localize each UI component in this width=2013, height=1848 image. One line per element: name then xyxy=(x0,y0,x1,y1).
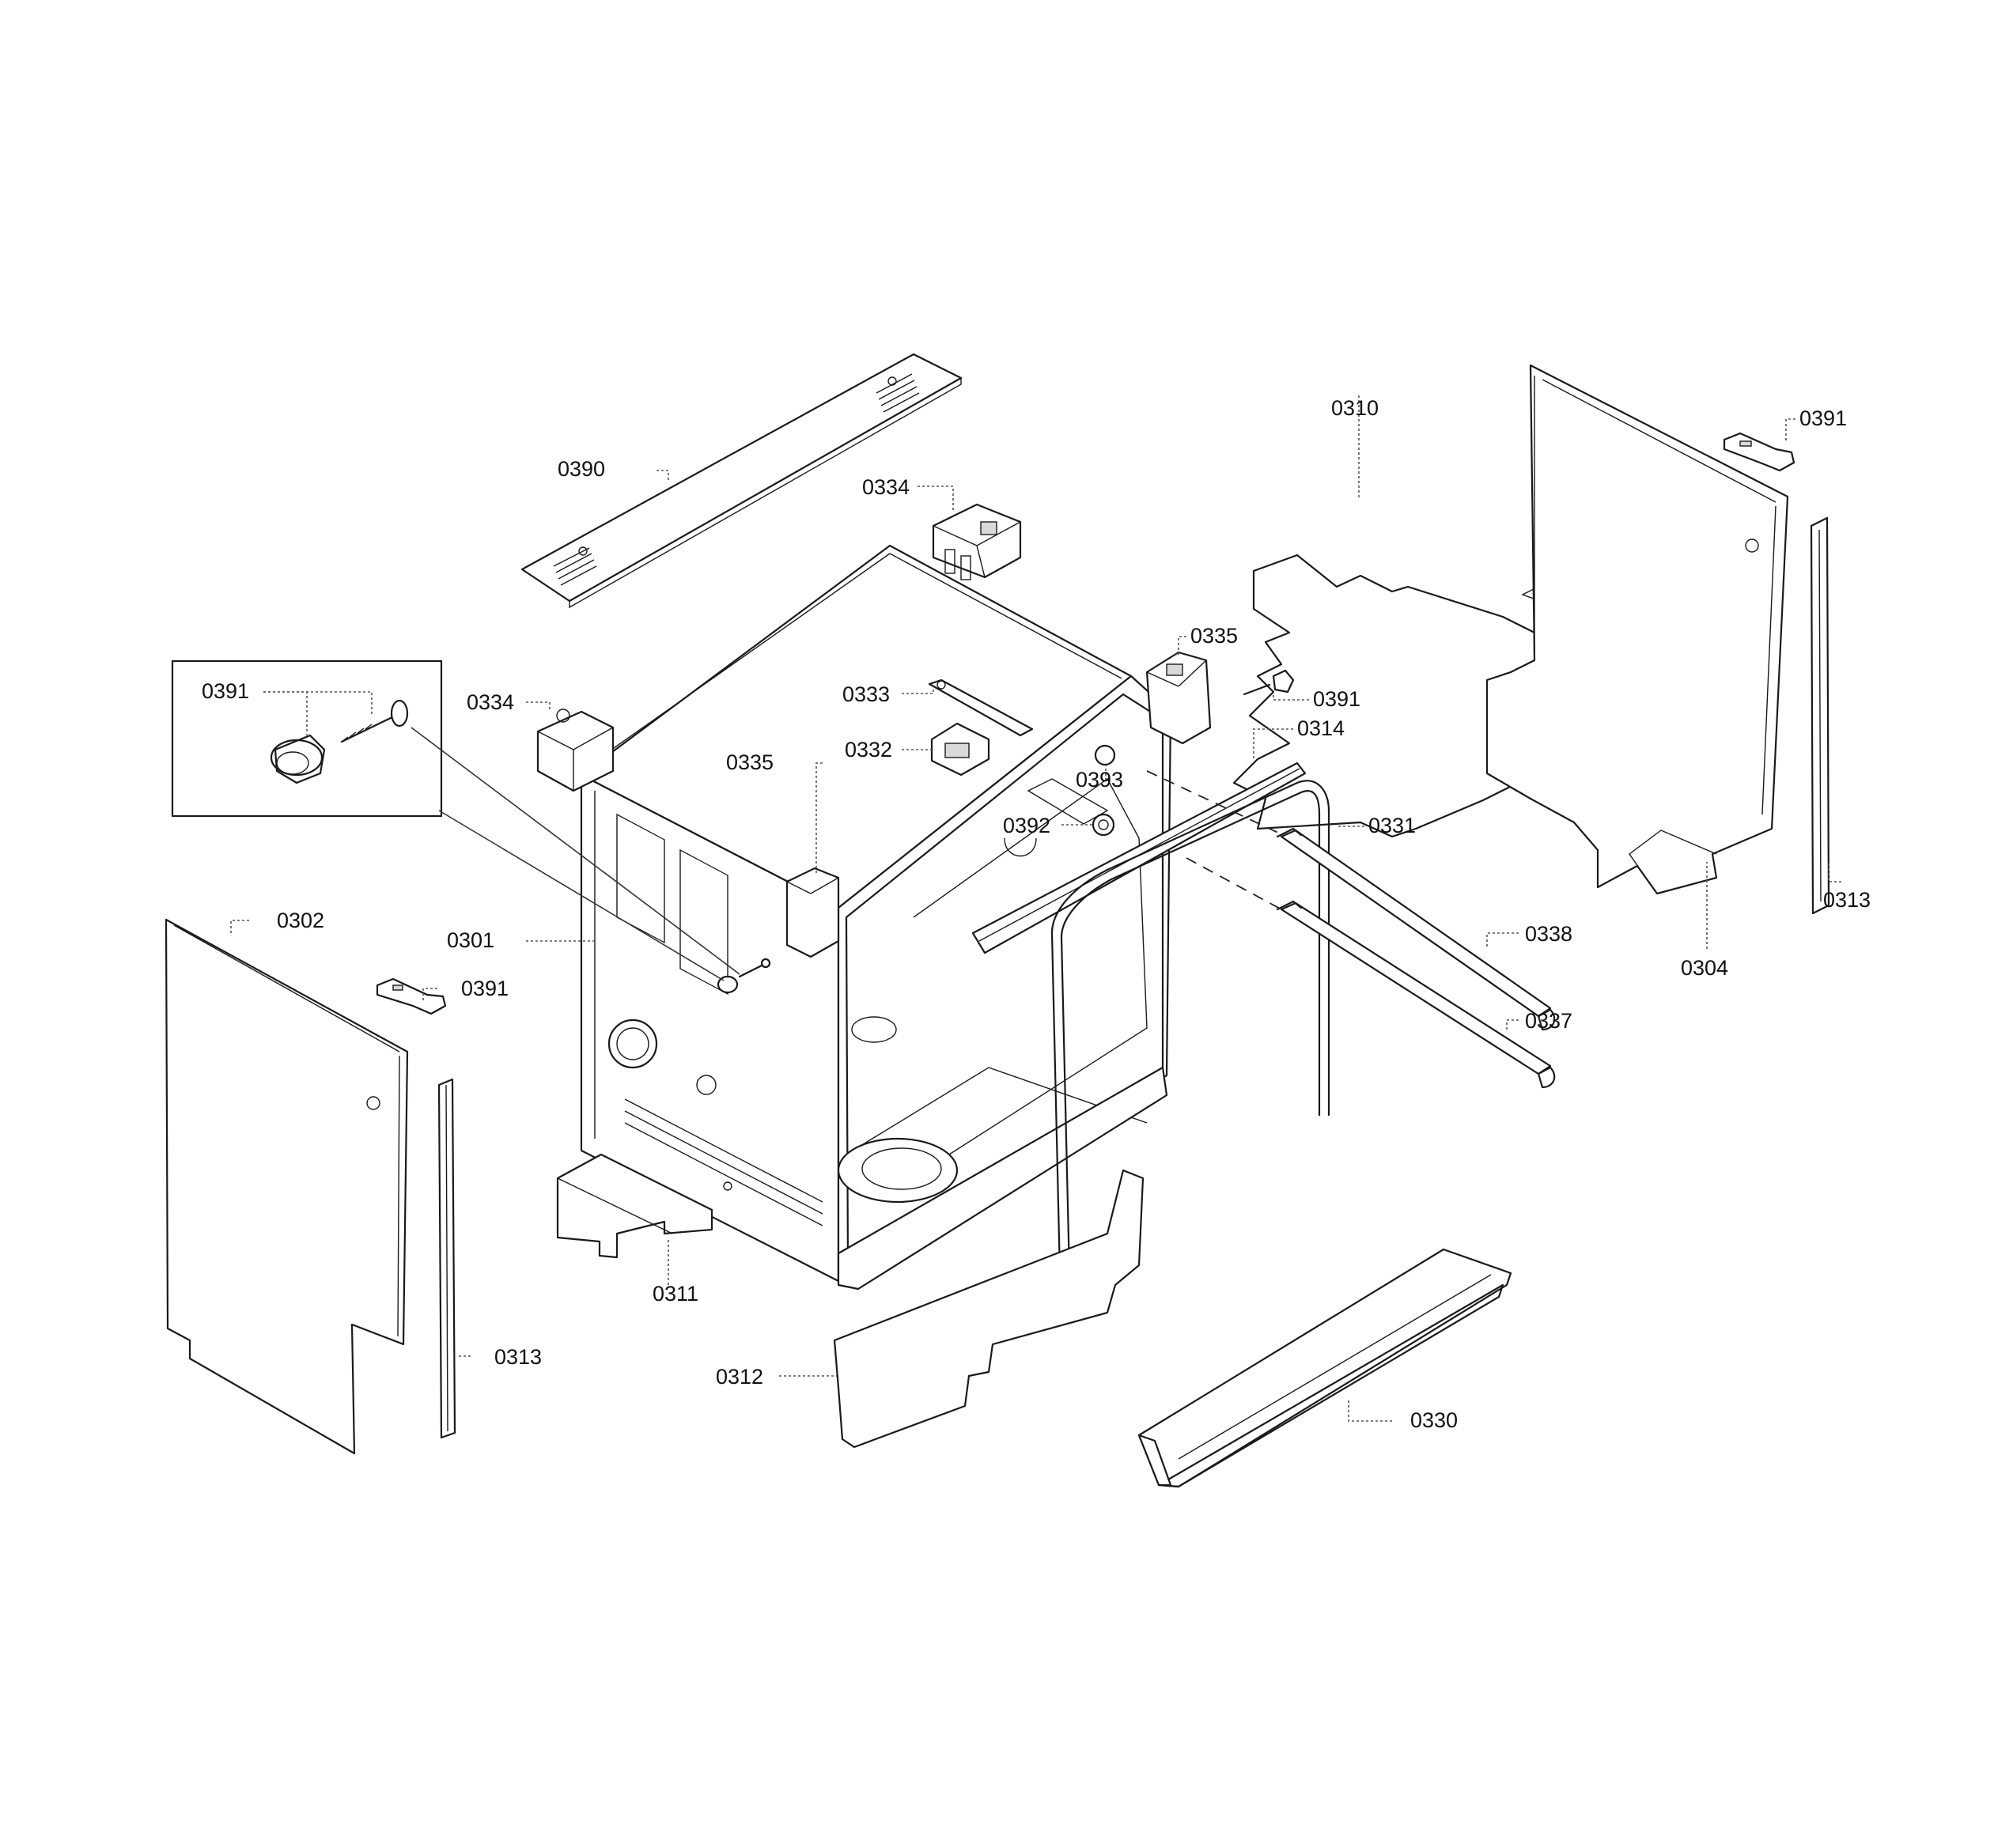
label-0334-top: 0334 xyxy=(862,475,910,499)
part-0335-right-hinge xyxy=(1145,651,1212,745)
part-0334-left-bracket xyxy=(536,709,615,792)
label-0313-left: 0313 xyxy=(494,1345,542,1369)
label-0334-left: 0334 xyxy=(467,690,514,714)
label-0332: 0332 xyxy=(845,738,892,761)
part-0392-0393-fasteners xyxy=(1027,744,1116,837)
part-0301-tub xyxy=(580,544,1172,1291)
part-0331-door-gasket xyxy=(1050,780,1330,1275)
label-0333: 0333 xyxy=(842,682,890,706)
label-0330: 0330 xyxy=(1410,1408,1458,1432)
part-0391-inset-box xyxy=(171,659,443,818)
part-0312-toe-block xyxy=(833,1169,1145,1449)
label-0312: 0312 xyxy=(716,1365,763,1389)
part-0391-left-bracket xyxy=(376,977,447,1015)
inset-knob xyxy=(270,734,326,784)
part-0391-mid-screw xyxy=(1243,669,1295,696)
label-0301: 0301 xyxy=(447,928,494,952)
part-0333-rail xyxy=(928,678,1034,737)
part-0304-right-panel xyxy=(1485,364,1789,895)
part-0391-top-right-bracket xyxy=(1723,432,1795,472)
part-0313-left-strip xyxy=(437,1078,456,1439)
dashed-alignment-lines xyxy=(411,727,1282,981)
label-0391-inset: 0391 xyxy=(202,679,249,703)
part-0337-rail xyxy=(1276,900,1556,1089)
part-0311-base-insulation xyxy=(556,1153,713,1259)
label-0391-top-right: 0391 xyxy=(1799,406,1847,430)
leader-lines xyxy=(230,395,1841,1422)
label-0302: 0302 xyxy=(277,909,324,932)
part-0332-latch xyxy=(930,722,990,777)
label-0391-mid: 0391 xyxy=(1313,687,1360,711)
inset-screw xyxy=(340,699,409,743)
part-labels: 0390 0334 0310 0391 0391 0334 0333 0332 … xyxy=(202,396,1871,1432)
part-0334-top-bracket xyxy=(932,503,1022,580)
label-0337: 0337 xyxy=(1525,1009,1572,1033)
label-0393: 0393 xyxy=(1076,768,1123,792)
label-0313-right: 0313 xyxy=(1823,888,1871,912)
part-0338-rail xyxy=(1276,827,1556,1031)
label-0331: 0331 xyxy=(1368,814,1416,837)
label-0390: 0390 xyxy=(558,457,605,481)
label-0311: 0311 xyxy=(653,1282,698,1306)
label-0392: 0392 xyxy=(1003,814,1050,837)
label-0335-right: 0335 xyxy=(1190,624,1238,648)
part-0302-left-panel xyxy=(165,918,409,1455)
part-0313-right-strip xyxy=(1810,516,1830,915)
label-0338: 0338 xyxy=(1525,922,1572,946)
part-0390-top-panel xyxy=(520,353,963,609)
part-0335-mid-hinge xyxy=(785,867,840,958)
label-0304: 0304 xyxy=(1681,956,1728,980)
label-0314: 0314 xyxy=(1297,716,1345,740)
label-0335-mid: 0335 xyxy=(726,750,774,774)
label-0310: 0310 xyxy=(1331,396,1379,420)
part-0330-base-tray xyxy=(1137,1248,1512,1488)
label-0391-left: 0391 xyxy=(461,977,509,1000)
